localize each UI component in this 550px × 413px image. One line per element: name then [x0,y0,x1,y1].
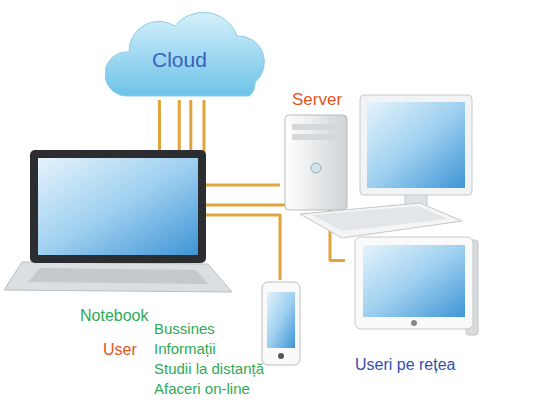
tablet-body [355,237,473,329]
device-label: Informații [154,340,365,357]
cloud-shape: Cloud [105,8,270,100]
server-tower [285,115,347,210]
laptop-base [4,262,232,292]
laptop-keyboard [28,268,208,284]
keyboard [300,203,462,238]
device-label: Studii la distanță [154,360,365,377]
keyboard-keys [312,206,448,231]
tablet-screen [363,245,465,317]
device-label: Server [292,90,540,110]
laptop-lid [30,150,206,263]
device-label: Cloud [152,48,330,72]
device-label: Afaceri on-line [154,380,365,397]
phone-device: BussinesInformațiiStudii la distanțăAfac… [150,280,305,400]
phone-body [262,282,300,365]
device-label: Bussines [154,320,365,337]
phone-button [278,353,284,359]
monitor-frame [360,95,472,195]
server-device: Server [280,90,480,240]
power-button [311,163,321,173]
monitor-screen [367,102,465,188]
device-label: Useri pe rețea [355,356,545,374]
tablet-device: Useri pe rețea [345,235,485,385]
network-cable [158,100,161,150]
phone-screen [267,292,295,348]
drive-bay [292,134,340,140]
drive-bay [292,124,340,130]
tablet-button [411,320,417,326]
laptop-screen [38,158,198,255]
